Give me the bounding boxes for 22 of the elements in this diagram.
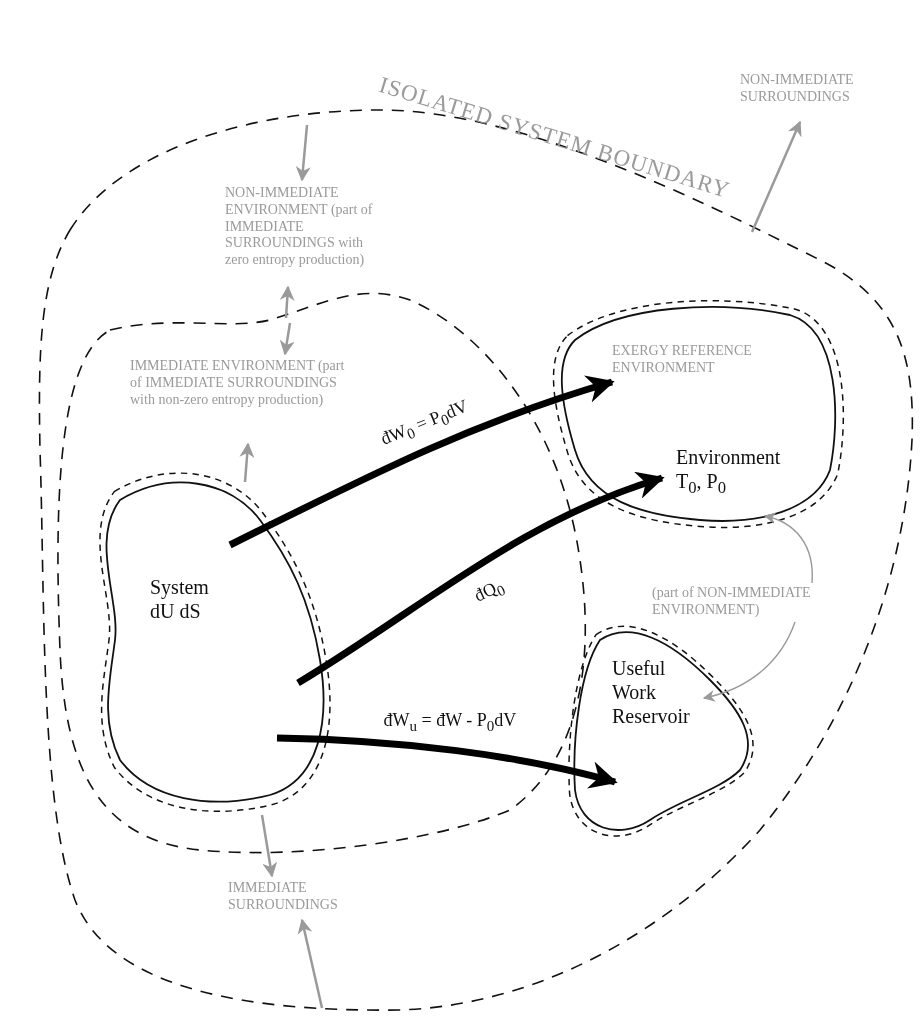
annotation-text: NON-IMMEDIATE SURROUNDINGS — [740, 72, 915, 106]
arrow — [295, 124, 311, 182]
reservoir-label: Useful Work Reservoir — [612, 656, 690, 728]
arrow — [228, 375, 615, 549]
arrow — [297, 918, 324, 1009]
system-label: System dU dS — [150, 575, 209, 623]
environment-label: Environment T$_{0}$, P$_{0}$ — [676, 445, 782, 498]
leader-arrow — [763, 512, 813, 584]
annotation-text: NON-IMMEDIATE ENVIRONMENT (part of IMMEDIATE SURROUNDINGS with zero entropy production) — [225, 185, 375, 269]
annotation-text: IMMEDIATE SURROUNDINGS — [228, 880, 408, 914]
arrow — [260, 814, 278, 878]
edge-label: đW$_{u}$ = đW - P$_{0}$dV — [382, 710, 518, 734]
arrow — [276, 734, 618, 789]
annotation-text: IMMEDIATE ENVIRONMENT (part of IMMEDIATE SURROUNDINGS with non-zero entropy production) — [130, 358, 345, 409]
arrow — [279, 285, 295, 319]
arrow — [239, 442, 255, 483]
annotation-text: (part of NON-IMMEDIATE ENVIRONMENT) — [652, 585, 892, 619]
arrow — [279, 322, 295, 356]
arrow — [296, 472, 665, 686]
region-label: EXERGY REFERENCE ENVIRONMENT — [612, 343, 753, 377]
arrow — [750, 120, 802, 233]
leader-arrow — [702, 621, 796, 702]
